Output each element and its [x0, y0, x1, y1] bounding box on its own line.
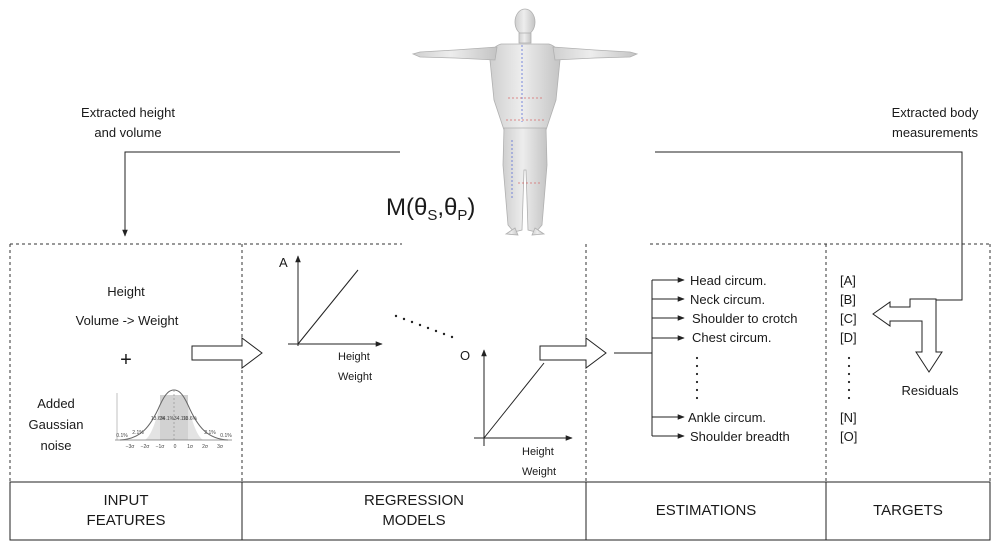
- body-model-figure: [411, 8, 639, 236]
- model-a-y-label: Weight: [338, 371, 373, 383]
- footer-input-features: INPUT FEATURES: [10, 482, 242, 540]
- plus-sign: +: [120, 349, 132, 371]
- input-to-regression-arrow: [191, 337, 263, 369]
- footer-line: REGRESSION: [363, 492, 465, 509]
- target-item: [O]: [840, 429, 858, 444]
- gaussian-percent-label: 2.1%: [132, 430, 144, 436]
- target-item: [A]: [840, 273, 856, 288]
- body-measurement-lines: [506, 45, 544, 200]
- model-a-x-label: Height: [338, 351, 370, 363]
- gaussian-percent-label: 0.1%: [220, 433, 232, 439]
- model-symbol: M: [386, 194, 406, 221]
- gaussian-tick-label: −3σ: [126, 444, 136, 450]
- target-item: [N]: [840, 410, 857, 425]
- gaussian-percent-label: 13.6%: [183, 416, 198, 422]
- footer-targets: TARGETS: [826, 482, 990, 540]
- theta-symbol: θ: [414, 194, 428, 221]
- gaussian-tick-label: −2σ: [141, 444, 151, 450]
- shape-subscript: S: [427, 207, 438, 224]
- gaussian-percent-label: 34.1%: [174, 416, 189, 422]
- estimation-item: Ankle circum.: [688, 410, 767, 425]
- footer-line: FEATURES: [86, 512, 166, 529]
- volume-weight-feature-label: Volume -> Weight: [75, 313, 179, 328]
- pose-subscript: P: [457, 207, 468, 224]
- estimation-item: Neck circum.: [690, 292, 766, 307]
- extracted-height-volume-caption: Extracted height and volume: [81, 103, 175, 143]
- footer-regression-models: REGRESSION MODELS: [242, 482, 586, 540]
- estimation-item: Chest circum.: [692, 330, 772, 345]
- caption-line: Extracted height: [81, 105, 175, 120]
- gaussian-percent-label: 34.1%: [160, 416, 175, 422]
- gaussian-tick-label: 2σ: [202, 444, 209, 450]
- target-item: [B]: [840, 292, 856, 307]
- model-o-label: O: [460, 348, 471, 363]
- footer-estimations: ESTIMATIONS: [586, 482, 826, 540]
- footer-line: MODELS: [382, 512, 446, 529]
- model-o-y-label: Weight: [522, 466, 557, 478]
- dashed-frame: [9, 243, 991, 482]
- added-gaussian-noise-label: Added Gaussian noise: [29, 393, 84, 456]
- body-model-formula: M(θS,θP): [386, 194, 476, 224]
- gaussian-tick-label: 1σ: [187, 444, 194, 450]
- gaussian-tick-label: 3σ: [217, 444, 224, 450]
- model-a-label: A: [279, 255, 288, 270]
- regression-to-estimations-arrow: [539, 337, 607, 369]
- footer-line: INPUT: [103, 492, 149, 509]
- regression-model-a-plot: [288, 255, 383, 347]
- estimation-item: Shoulder breadth: [690, 429, 790, 444]
- theta-symbol: θ: [444, 194, 458, 221]
- footer-line: TARGETS: [873, 502, 943, 519]
- targets-vertical-dots: [847, 356, 851, 400]
- gaussian-curve-plot: 0.1%2.1%13.6%34.1%34.1%13.6%2.1%0.1% −3σ…: [115, 389, 232, 450]
- gaussian-tick-label: −1σ: [156, 444, 166, 450]
- footer-line: ESTIMATIONS: [655, 502, 757, 519]
- models-ellipsis-dots: [394, 314, 454, 339]
- gaussian-percent-label: 0.1%: [116, 433, 128, 439]
- caption-line: measurements: [892, 125, 978, 140]
- noise-line: Gaussian: [28, 417, 84, 432]
- extracted-measurements-caption: Extracted body measurements: [892, 103, 979, 143]
- estimation-item: Head circum.: [690, 273, 767, 288]
- estimations-vertical-dots: [695, 356, 699, 400]
- gaussian-percent-label: 2.1%: [204, 430, 216, 436]
- caption-line: and volume: [94, 125, 162, 140]
- residuals-arrow: [872, 298, 943, 373]
- height-feature-label: Height: [107, 284, 145, 299]
- target-item: [D]: [840, 330, 857, 345]
- gaussian-tick-label: 0: [174, 444, 177, 450]
- gaussian-percent-label: 13.6%: [151, 416, 166, 422]
- estimations-tree: [614, 277, 685, 439]
- target-item: [C]: [840, 311, 857, 326]
- noise-line: Added: [37, 396, 75, 411]
- caption-line: Extracted body: [891, 105, 979, 120]
- regression-model-o-plot: [474, 349, 573, 446]
- footer-boxes: [9, 481, 991, 541]
- residuals-label: Residuals: [901, 383, 959, 398]
- model-o-x-label: Height: [522, 446, 554, 458]
- estimation-item: Shoulder to crotch: [692, 311, 798, 326]
- noise-line: noise: [40, 438, 72, 453]
